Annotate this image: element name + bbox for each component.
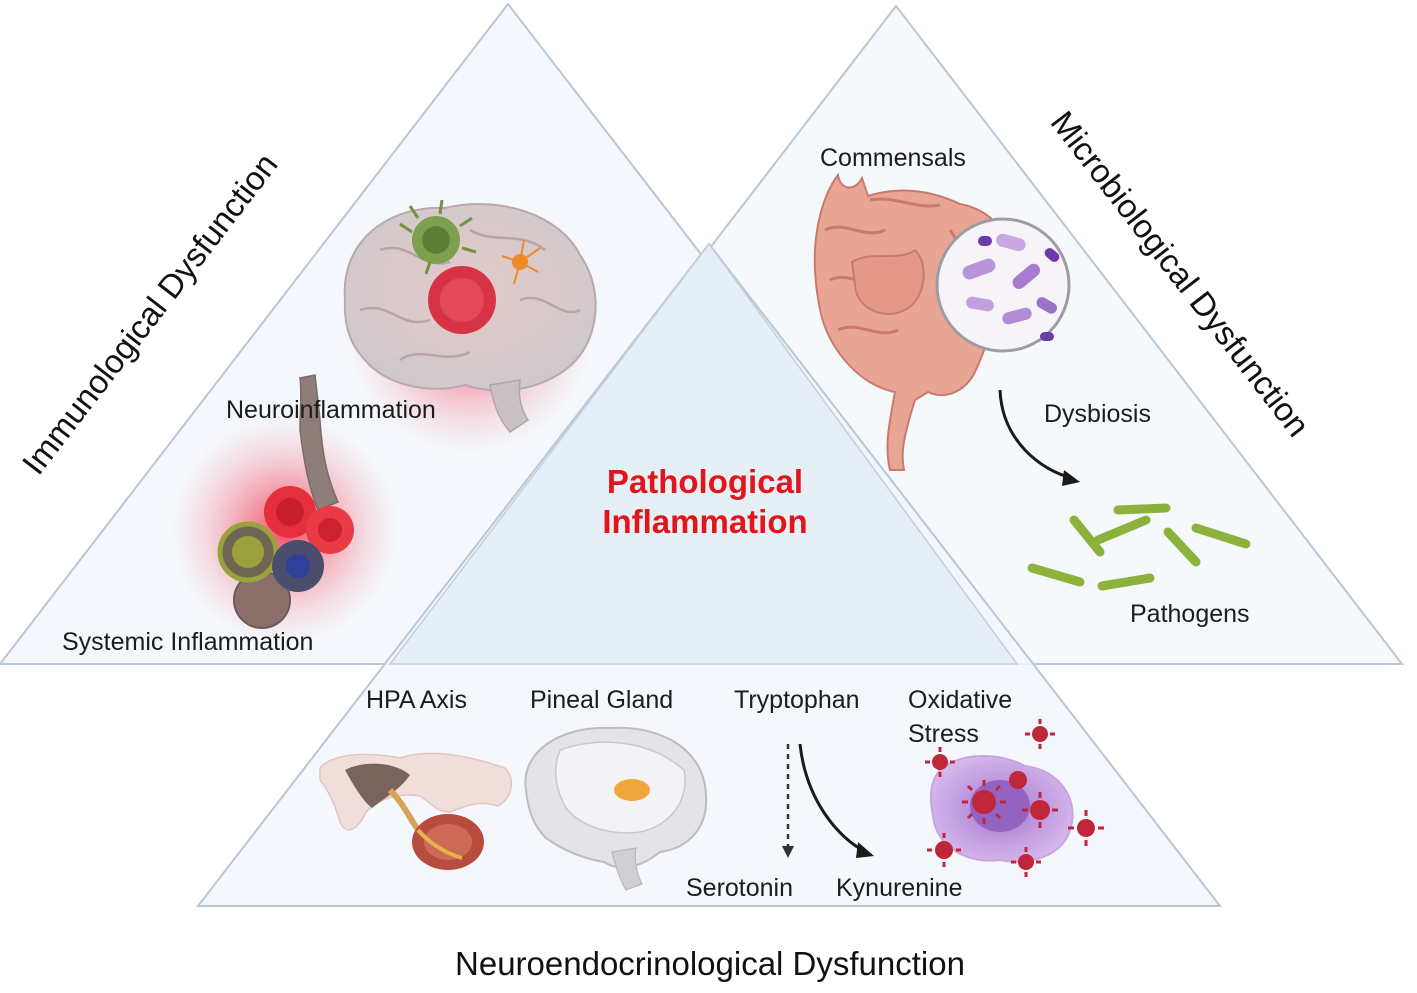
center-triangle [388, 242, 1019, 665]
label-oxidative: Oxidative [908, 686, 1013, 714]
label-hpa-axis: HPA Axis [366, 686, 467, 714]
brain-icon [343, 199, 597, 455]
side-label-neuroendocrinological: Neuroendocrinological Dysfunction [455, 945, 965, 982]
label-pineal-gland: Pineal Gland [530, 686, 674, 714]
center-title-line1: Pathological [606, 463, 804, 500]
serotonin-arrow-head [782, 846, 794, 858]
bacteria-magnifier-icon [935, 217, 1071, 353]
center-title-line2: Inflammation [602, 503, 808, 540]
dysbiosis-arrow-head [1062, 470, 1080, 486]
pathogen-rods-icon [1027, 503, 1251, 591]
label-commensals: Commensals [820, 144, 966, 172]
label-serotonin: Serotonin [686, 874, 794, 902]
kynurenine-arrow-head [856, 842, 874, 858]
pineal-brain-icon [524, 726, 708, 891]
label-neuroinflammation: Neuroinflammation [226, 396, 436, 424]
label-pathogens: Pathogens [1130, 600, 1250, 628]
label-kynurenine: Kynurenine [836, 874, 963, 902]
label-dysbiosis: Dysbiosis [1044, 400, 1151, 428]
label-tryptophan: Tryptophan [734, 686, 860, 714]
dysbiosis-arrow [998, 389, 1073, 480]
label-systemic-inflammation: Systemic Inflammation [62, 628, 314, 656]
oxidative-cell-icon [925, 719, 1104, 877]
blood-cells-icon [170, 374, 400, 645]
hpa-axis-icon [319, 752, 513, 870]
kynurenine-arrow [798, 743, 867, 854]
label-stress: Stress [908, 720, 979, 748]
center-title: Pathological Inflammation [540, 462, 870, 542]
